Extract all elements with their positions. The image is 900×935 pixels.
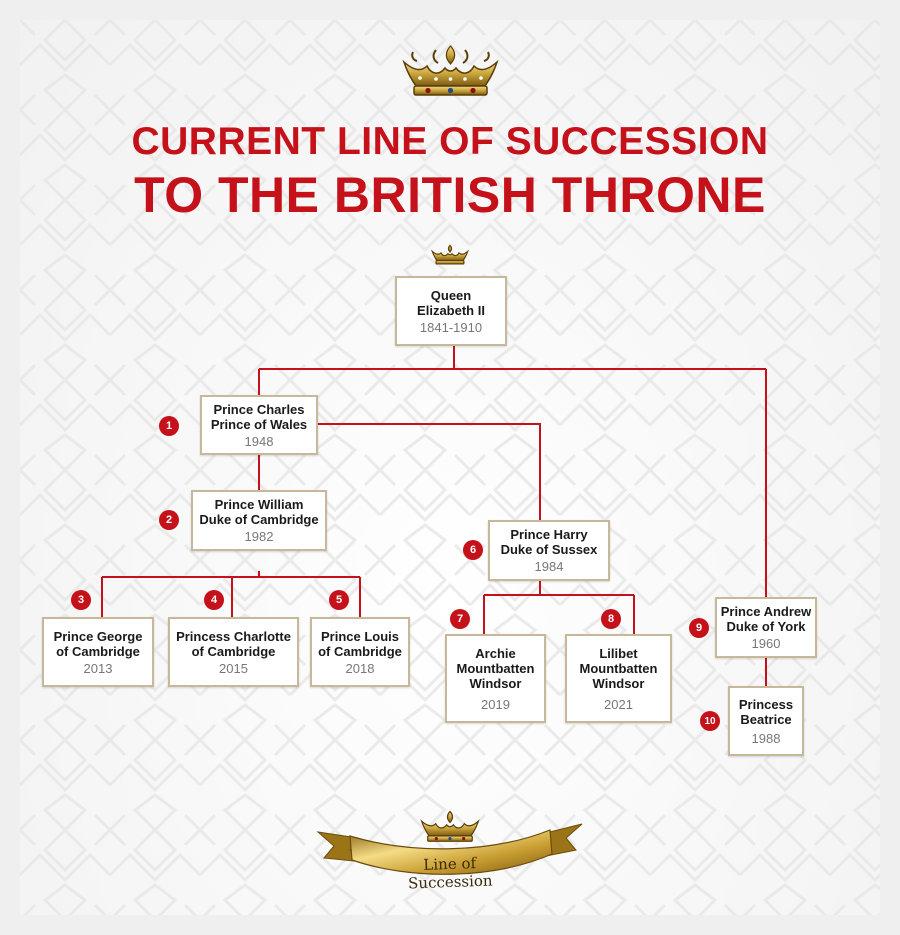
person-name: Beatrice	[740, 711, 792, 727]
person-years: 1984	[534, 559, 564, 574]
rank-badge-2: 2	[159, 510, 179, 530]
rank-badge-6: 6	[463, 540, 483, 560]
person-box-louis: Prince Louis of Cambridge 2018	[310, 617, 410, 687]
person-years: 2021	[604, 696, 633, 712]
rank-badge-4: 4	[204, 590, 224, 610]
person-years: 1982	[244, 529, 274, 544]
person-name: Lilibet	[599, 645, 638, 661]
person-box-elizabeth: Queen Elizabeth II 1841-1910	[395, 276, 507, 346]
crown-icon	[420, 810, 480, 842]
connector-lines	[101, 346, 767, 686]
title-line-2: TO THE BRITISH THRONE	[134, 167, 766, 223]
person-box-beatrice: Princess Beatrice 1988	[728, 686, 804, 756]
person-years: 2013	[83, 660, 113, 676]
rank-badge-9: 9	[689, 618, 709, 638]
person-name: Prince Harry	[510, 527, 588, 542]
infographic-card: CURRENT LINE OF SUCCESSION TO THE BRITIS…	[20, 20, 880, 915]
person-title: Prince of Wales	[210, 416, 308, 432]
person-surname: Mountbatten	[456, 660, 535, 676]
person-title: Duke of Sussex	[500, 542, 598, 557]
person-title: of Cambridge	[318, 643, 402, 659]
person-name: Princess	[738, 696, 794, 712]
person-years: 1960	[751, 636, 781, 651]
person-surname: Windsor	[469, 675, 522, 691]
rank-badge-1: 1	[159, 416, 179, 436]
person-box-charlotte: Princess Charlotte of Cambridge 2015	[168, 617, 299, 687]
person-name: Prince Andrew	[720, 604, 812, 619]
ribbon-banner	[316, 823, 583, 875]
person-surname: Mountbatten	[579, 660, 658, 676]
person-name: Prince William	[214, 497, 304, 512]
person-box-andrew: Prince Andrew Duke of York 1960	[715, 597, 817, 658]
person-name: Prince Charles	[213, 401, 305, 417]
person-title: Duke of Cambridge	[199, 512, 319, 527]
person-box-archie: Archie Mountbatten Windsor 2019	[445, 634, 546, 723]
rank-badge-7: 7	[450, 609, 470, 629]
rank-badge-5: 5	[329, 590, 349, 610]
person-years: 1988	[751, 730, 781, 746]
person-box-george: Prince George of Cambridge 2013	[42, 617, 154, 687]
person-years: 1841-1910	[419, 319, 483, 335]
person-box-harry: Prince Harry Duke of Sussex 1984	[488, 520, 610, 581]
person-years: 2019	[481, 696, 510, 712]
ribbon-label: Line of Succession	[407, 854, 493, 893]
person-box-charles: Prince Charles Prince of Wales 1948	[200, 395, 318, 455]
rank-badge-10: 10	[700, 711, 720, 731]
person-name: Archie	[475, 645, 516, 661]
title-line-1: CURRENT LINE OF SUCCESSION	[131, 120, 769, 163]
person-box-lilibet: Lilibet Mountbatten Windsor 2021	[565, 634, 672, 723]
person-title: Elizabeth II	[417, 302, 485, 318]
person-years: 2018	[345, 660, 375, 676]
background-pattern	[20, 20, 880, 915]
crown-icon	[402, 45, 499, 96]
person-years: 1948	[244, 433, 274, 449]
rank-badge-8: 8	[601, 609, 621, 629]
rank-badge-3: 3	[71, 590, 91, 610]
person-name: Princess Charlotte	[176, 628, 291, 644]
person-years: 2015	[219, 660, 248, 676]
person-name: Queen	[430, 287, 472, 303]
person-surname: Windsor	[592, 675, 645, 691]
person-title: of Cambridge	[191, 643, 276, 659]
person-name: Prince Louis	[320, 628, 400, 644]
person-box-william: Prince William Duke of Cambridge 1982	[191, 490, 327, 551]
person-title: of Cambridge	[56, 643, 140, 659]
person-title: Duke of York	[726, 619, 806, 634]
crown-icon	[431, 244, 469, 265]
person-name: Prince George	[53, 628, 143, 644]
